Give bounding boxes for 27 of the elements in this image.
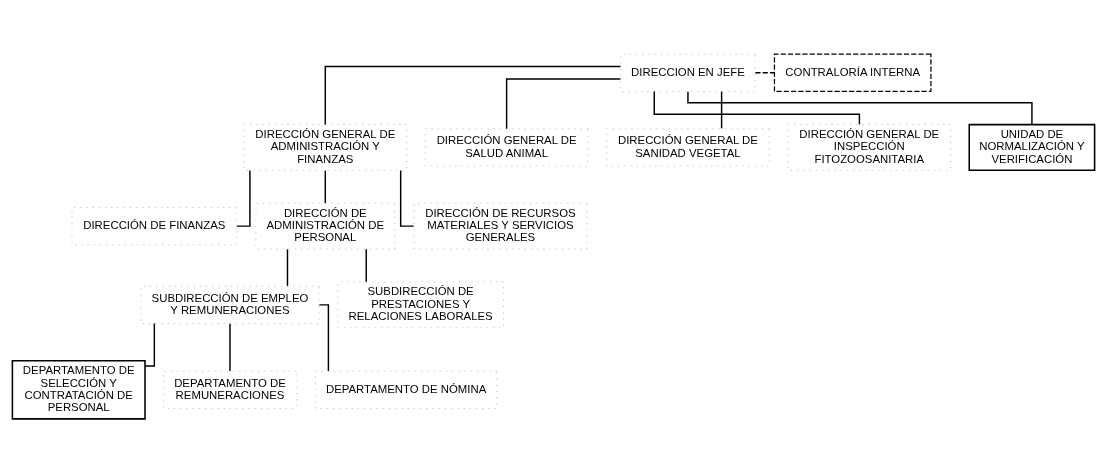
connector xyxy=(365,248,367,283)
connector xyxy=(653,90,861,126)
node-box: DIRECCIÓN GENERAL DE ADMINISTRACIÓN Y FINANZAS xyxy=(243,124,408,171)
node-box: DIRECCIÓN DE FINANZAS xyxy=(71,206,238,246)
node-box: DIRECCIÓN DE RECURSOS MATERIALES Y SERVICIOS GENERALES xyxy=(413,202,588,250)
connector xyxy=(720,90,723,130)
connector xyxy=(754,72,775,74)
connector xyxy=(505,78,622,130)
node-box: DEPARTAMENTO DE NÓMINA xyxy=(314,370,498,409)
node-box: UNIDAD DE NORMALIZACIÓN Y VERIFICACIÓN xyxy=(968,123,1096,171)
node-box: SUBDIRECCIÓN DE PRESTACIONES Y RELACIONES LABORALES xyxy=(337,281,505,329)
connector xyxy=(229,323,231,372)
node-box: DEPARTAMENTO DE SELECCIÓN Y CONTRATACIÓN DE PERSONAL xyxy=(11,360,146,420)
connector xyxy=(144,322,156,367)
connector xyxy=(286,248,289,287)
connector xyxy=(687,90,1033,126)
connector xyxy=(324,169,327,204)
node-box: DIRECCIÓN GENERAL DE SALUD ANIMAL xyxy=(424,128,589,167)
node-box: DIRECCIÓN GENERAL DE INSPECCIÓN FITOZOOSANITARIA xyxy=(787,124,952,171)
node-box: SUBDIRECCIÓN DE EMPLEO Y REMUNERACIONES xyxy=(140,285,320,325)
node-box: CONTRALORÍA INTERNA xyxy=(773,53,932,93)
node-box: DIRECCION EN JEFE xyxy=(620,53,756,92)
node-box: DIRECCIÓN GENERAL DE SANIDAD VEGETAL xyxy=(606,128,770,167)
node-box: DIRECCIÓN DE ADMINISTRACIÓN DE PERSONAL xyxy=(255,202,396,250)
node-box: DEPARTAMENTO DE REMUNERACIONES xyxy=(163,370,297,409)
connector xyxy=(324,65,622,126)
connector xyxy=(318,304,330,372)
